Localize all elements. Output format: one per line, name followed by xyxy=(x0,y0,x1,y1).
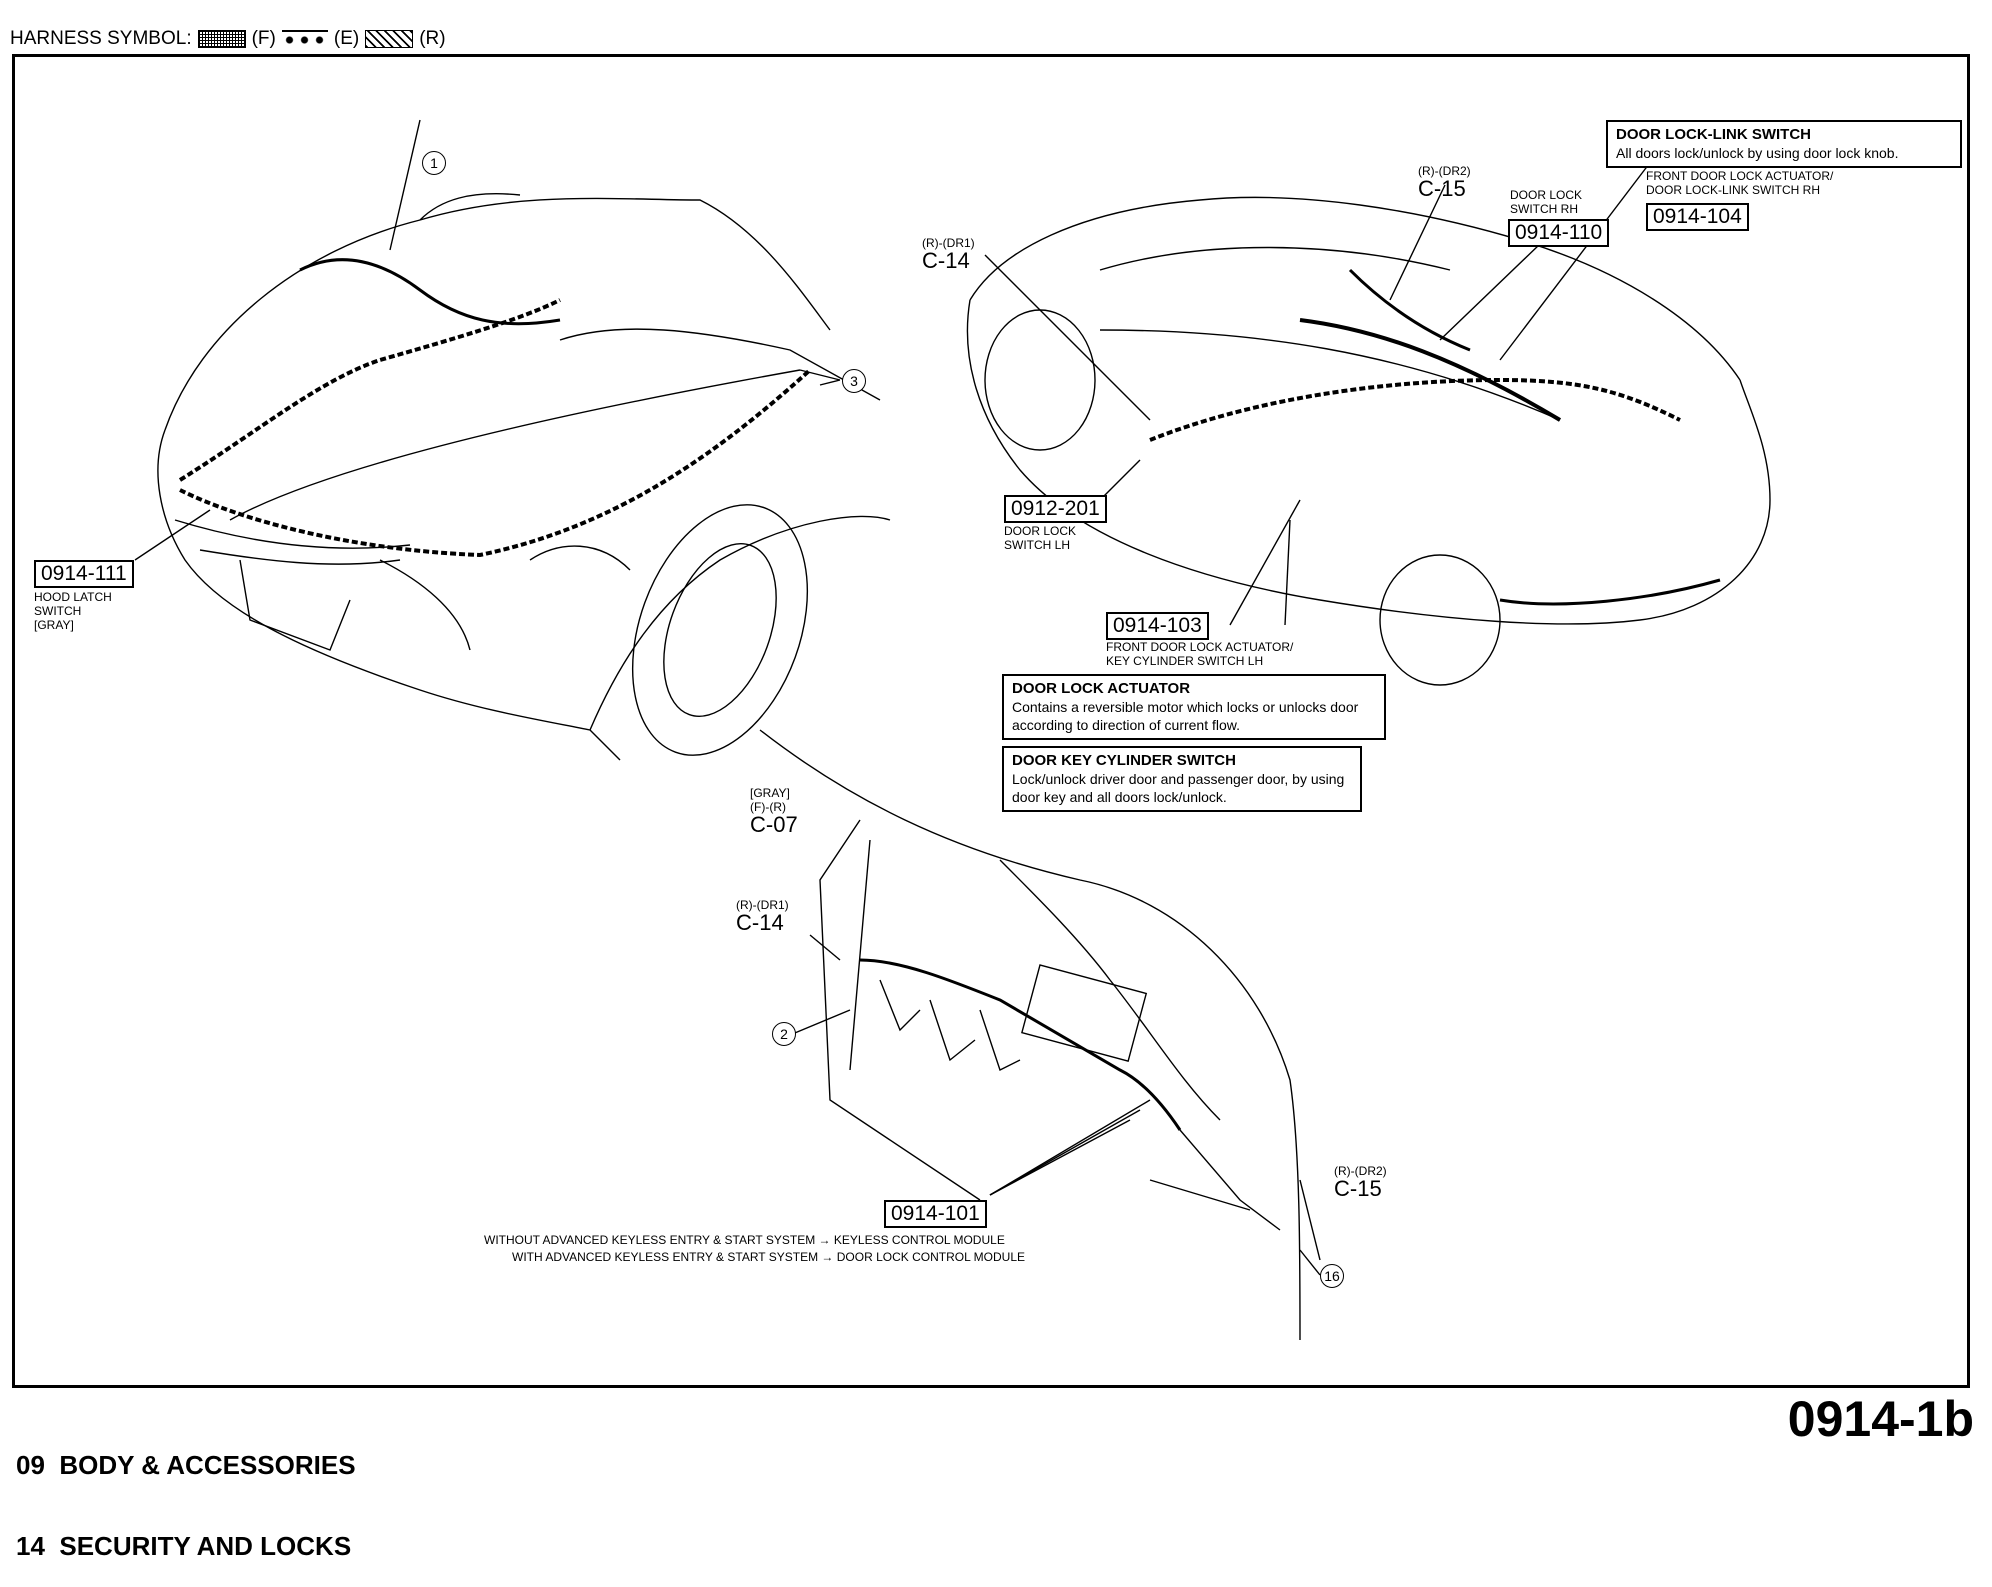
door-lock-actuator-text: Contains a reversible motor which locks … xyxy=(1012,699,1359,733)
arrow-right-icon: → xyxy=(821,1250,834,1264)
diagram-frame xyxy=(12,54,1970,1388)
dotted-grid-swatch-icon xyxy=(197,30,246,48)
body-c14-connector: (R)-(DR1) C-14 xyxy=(922,236,975,272)
door-lock-actuator-title: DOOR LOCK ACTUATOR xyxy=(1012,680,1191,697)
page-code: 0914-1b xyxy=(1787,1391,1974,1447)
hood-latch-label-3: [GRAY] xyxy=(34,618,74,632)
callout-16: 16 xyxy=(1320,1264,1344,1288)
dash-c07-spec: (F)-(R) xyxy=(750,800,786,814)
dash-c07-connector: [GRAY] (F)-(R) C-07 xyxy=(750,786,798,836)
footer-sections: 09 BODY & ACCESSORIES 14 SECURITY AND LO… xyxy=(16,1398,356,1587)
hood-latch-label-1: HOOD LATCH xyxy=(34,590,112,604)
dash-c14-name: C-14 xyxy=(736,910,784,935)
engine-bay-car-illustration xyxy=(134,119,891,761)
door-lock-switch-rh-label-2: SWITCH RH xyxy=(1510,202,1578,216)
front-actuator-rh-label-2: DOOR LOCK-LINK SWITCH RH xyxy=(1646,183,1821,197)
front-actuator-lh-label-1: FRONT DOOR LOCK ACTUATOR/ xyxy=(1106,640,1294,654)
door-key-cylinder-text: Lock/unlock driver door and passenger do… xyxy=(1012,771,1345,805)
front-actuator-lh-label: FRONT DOOR LOCK ACTUATOR/ KEY CYLINDER S… xyxy=(1106,640,1293,668)
door-key-cylinder-title: DOOR KEY CYLINDER SWITCH xyxy=(1012,752,1236,769)
door-lock-switch-lh-label-1: DOOR LOCK xyxy=(1004,524,1077,538)
callout-3: 3 xyxy=(842,369,866,393)
dash-c15-spec: (R)-(DR2) xyxy=(1334,1164,1387,1178)
body-c15-connector: (R)-(DR2) C-15 xyxy=(1418,164,1471,200)
dashboard-illustration xyxy=(759,729,1321,1341)
module-line-2-condition: WITH ADVANCED KEYLESS ENTRY & START SYST… xyxy=(512,1250,819,1264)
door-lock-link-switch-title: DOOR LOCK-LINK SWITCH xyxy=(1616,126,1811,143)
dash-c14-spec: (R)-(DR1) xyxy=(736,898,789,912)
control-module-line-1: WITHOUT ADVANCED KEYLESS ENTRY & START S… xyxy=(484,1233,1005,1247)
control-module-line-2: WITH ADVANCED KEYLESS ENTRY & START SYST… xyxy=(512,1250,1025,1264)
body-c15-spec: (R)-(DR2) xyxy=(1418,164,1471,178)
footer-section-2: 14 SECURITY AND LOCKS xyxy=(16,1531,352,1561)
diamond-chain-swatch-icon xyxy=(281,30,328,48)
wiring-line-art xyxy=(134,119,1771,1341)
dash-c07-name: C-07 xyxy=(750,812,798,837)
dash-c14-connector: (R)-(DR1) C-14 xyxy=(736,898,789,934)
harness-legend: HARNESS SYMBOL: (F) (E) (R) xyxy=(10,28,446,50)
callout-3-number: 3 xyxy=(850,373,858,389)
door-lock-switch-rh-label: DOOR LOCK SWITCH RH xyxy=(1510,188,1582,216)
front-actuator-lh-label-2: KEY CYLINDER SWITCH LH xyxy=(1106,654,1264,668)
callout-1: 1 xyxy=(422,151,446,175)
module-line-1-condition: WITHOUT ADVANCED KEYLESS ENTRY & START S… xyxy=(484,1233,816,1247)
diagonal-hatch-swatch-icon xyxy=(365,30,414,48)
legend-code-f: (F) xyxy=(251,28,276,49)
door-lock-link-switch-box: DOOR LOCK-LINK SWITCH All doors lock/unl… xyxy=(1606,120,1962,168)
dash-c07-color: [GRAY] xyxy=(750,786,790,800)
callout-2-number: 2 xyxy=(780,1026,788,1042)
control-module-code: 0914-101 xyxy=(884,1200,987,1228)
body-c14-name: C-14 xyxy=(922,248,970,273)
door-lock-switch-lh-label: DOOR LOCK SWITCH LH xyxy=(1004,524,1076,552)
front-actuator-lh-code: 0914-103 xyxy=(1106,612,1209,640)
door-lock-switch-lh-code: 0912-201 xyxy=(1004,495,1107,523)
callout-2: 2 xyxy=(772,1022,796,1046)
footer-section-1: 09 BODY & ACCESSORIES xyxy=(16,1450,356,1480)
legend-code-r: (R) xyxy=(419,28,446,49)
dash-c15-name: C-15 xyxy=(1334,1176,1382,1201)
front-actuator-rh-label-1: FRONT DOOR LOCK ACTUATOR/ xyxy=(1646,169,1834,183)
door-lock-actuator-box: DOOR LOCK ACTUATOR Contains a reversible… xyxy=(1002,674,1386,740)
body-c14-spec: (R)-(DR1) xyxy=(922,236,975,250)
front-actuator-rh-label: FRONT DOOR LOCK ACTUATOR/ DOOR LOCK-LINK… xyxy=(1646,169,1833,197)
legend-code-e: (E) xyxy=(333,28,360,49)
hood-latch-code: 0914-111 xyxy=(34,560,134,588)
door-lock-switch-lh-label-2: SWITCH LH xyxy=(1004,538,1070,552)
module-line-1-module: KEYLESS CONTROL MODULE xyxy=(833,1233,1005,1247)
door-lock-link-switch-text: All doors lock/unlock by using door lock… xyxy=(1616,145,1899,161)
legend-label: HARNESS SYMBOL: xyxy=(10,28,192,49)
front-actuator-rh-code: 0914-104 xyxy=(1646,203,1749,231)
dash-c15-connector: (R)-(DR2) C-15 xyxy=(1334,1164,1387,1200)
body-car-illustration xyxy=(966,159,1771,686)
door-lock-switch-rh-code: 0914-110 xyxy=(1508,219,1610,247)
body-c15-name: C-15 xyxy=(1418,176,1466,201)
arrow-right-icon: → xyxy=(818,1233,831,1247)
hood-latch-label-2: SWITCH xyxy=(34,604,82,618)
callout-1-number: 1 xyxy=(430,155,438,171)
module-line-2-module: DOOR LOCK CONTROL MODULE xyxy=(836,1250,1026,1264)
door-key-cylinder-box: DOOR KEY CYLINDER SWITCH Lock/unlock dri… xyxy=(1002,746,1362,812)
door-lock-switch-rh-label-1: DOOR LOCK xyxy=(1510,188,1583,202)
hood-latch-label: HOOD LATCH SWITCH [GRAY] xyxy=(34,590,112,632)
callout-16-number: 16 xyxy=(1324,1268,1340,1284)
